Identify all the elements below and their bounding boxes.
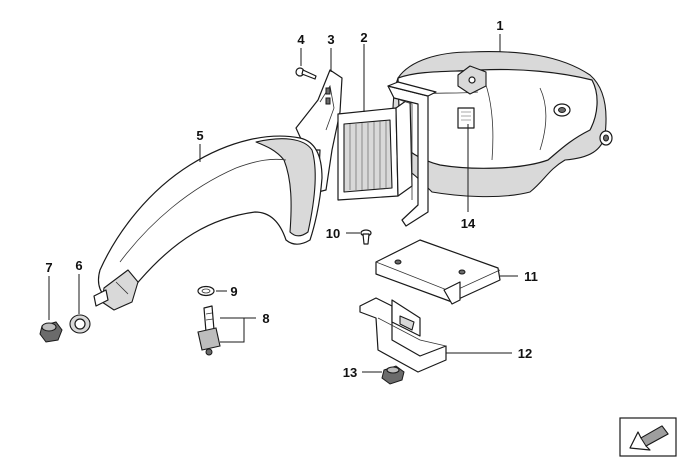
callout-11: 11	[524, 269, 538, 284]
bolt-part-10	[360, 229, 372, 245]
callout-1: 1	[496, 18, 503, 33]
callout-9: 9	[230, 284, 237, 299]
filter-part-2	[337, 97, 413, 201]
callout-7: 7	[45, 260, 52, 275]
callouts: 1 2 3 4 5 6 7 8 9 10 11 12 13 14	[45, 18, 537, 380]
callout-10: 10	[326, 226, 340, 241]
callout-8: 8	[262, 311, 269, 326]
callout-12: 12	[518, 346, 532, 361]
sensor-part-8	[197, 305, 221, 356]
filter-cover-frame	[387, 81, 437, 227]
callout-2: 2	[360, 30, 367, 45]
o-ring-part-9	[197, 285, 215, 297]
housing-part-1	[392, 51, 613, 198]
ring-part-6	[69, 314, 91, 334]
diagonal-arrow-icon[interactable]	[619, 417, 677, 457]
nut-part-13	[381, 365, 405, 385]
lower-bracket-part-12	[359, 297, 447, 373]
screw-part-4	[295, 67, 317, 80]
callout-5: 5	[196, 128, 203, 143]
callout-4: 4	[297, 32, 305, 47]
cap-part-7	[39, 321, 63, 343]
callout-13: 13	[343, 365, 357, 380]
callout-3: 3	[327, 32, 334, 47]
callout-14: 14	[461, 216, 476, 231]
callout-6: 6	[75, 258, 82, 273]
intake-duct-part-5	[93, 135, 323, 311]
leader-lines	[48, 34, 518, 373]
bracket-plate-part-11	[375, 239, 501, 305]
